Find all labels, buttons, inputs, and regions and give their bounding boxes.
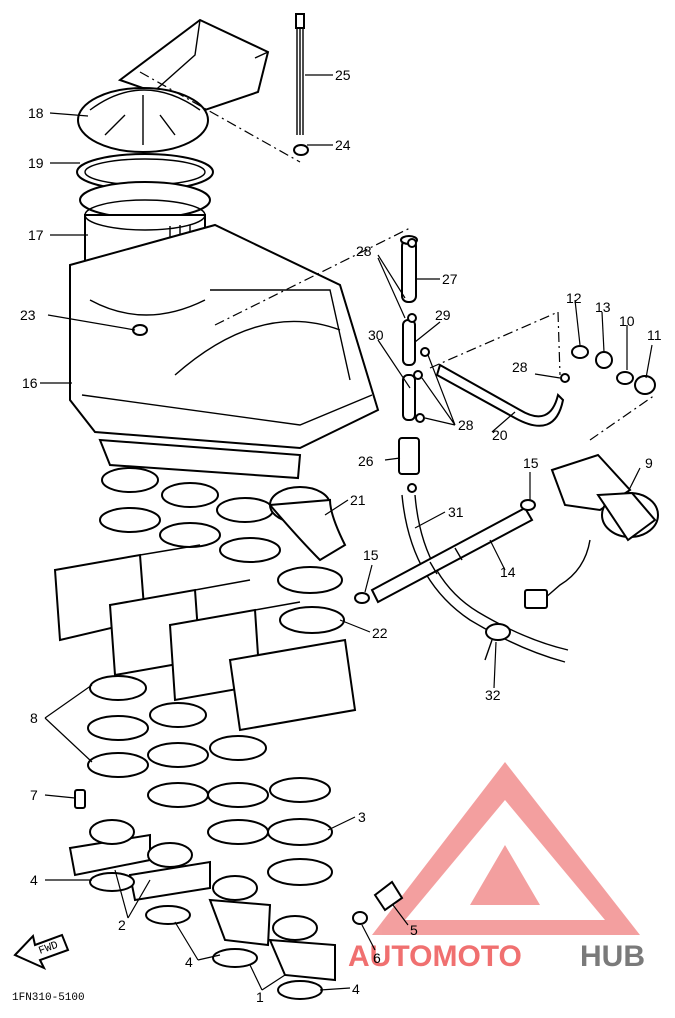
hose-clips-28: [407, 238, 570, 493]
clamps-8: [87, 675, 333, 886]
callout-25: 25: [335, 67, 351, 83]
bolt-25: [295, 13, 305, 135]
callout-7: 7: [30, 787, 38, 803]
callout-9: 9: [645, 455, 653, 471]
washer-13: [595, 351, 613, 369]
callout-29: 29: [435, 307, 451, 323]
watermark-text: AUTOMOTO HUB: [348, 940, 645, 973]
callout-32: 32: [485, 687, 501, 703]
callout-4-c: 4: [352, 981, 360, 997]
screw-7: [74, 789, 86, 809]
callout-18: 18: [28, 105, 44, 121]
valve-assembly-9: [524, 453, 659, 609]
callout-16: 16: [22, 375, 38, 391]
callout-23: 23: [20, 307, 36, 323]
callout-15-a: 15: [523, 455, 539, 471]
leader-lines: [40, 74, 653, 991]
o-ring-19: [76, 153, 214, 191]
callout-12: 12: [566, 290, 582, 306]
callout-2: 2: [118, 917, 126, 933]
air-box-16: [69, 223, 380, 480]
diagram-code: 1FN310-5100: [12, 992, 85, 1004]
callout-27: 27: [442, 271, 458, 287]
clip-15-right: [520, 499, 536, 511]
callout-4-b: 4: [185, 954, 193, 970]
collar-10: [616, 371, 634, 385]
manifolds-2: [68, 819, 336, 982]
callout-14: 14: [500, 564, 516, 580]
callout-28-c: 28: [458, 417, 474, 433]
cap-6: [352, 911, 368, 925]
o-rings-4: [89, 872, 323, 1000]
callout-8: 8: [30, 710, 38, 726]
callout-5: 5: [410, 922, 418, 938]
callout-20: 20: [492, 427, 508, 443]
fwd-arrow: FWD: [13, 933, 70, 971]
hose-14: [370, 506, 534, 604]
air-box-joints: [99, 467, 347, 634]
watermark-text-hub: HUB: [580, 940, 645, 973]
callout-6: 6: [373, 950, 381, 966]
callout-13: 13: [595, 299, 611, 315]
watermark-text-automoto: AUTOMOTO: [348, 940, 522, 973]
filter-cover-18: [77, 87, 209, 153]
callout-31: 31: [448, 504, 464, 520]
hose-31: [401, 494, 569, 663]
callout-17: 17: [28, 227, 44, 243]
callout-28-b: 28: [512, 359, 528, 375]
grommet-11: [634, 375, 656, 395]
callout-numbers: 25 24 18 19 17 28 27 23 29 12 13 10 11 3…: [20, 67, 662, 1005]
callout-24: 24: [335, 137, 351, 153]
callout-15-b: 15: [363, 547, 379, 563]
carburetor-bank: [53, 544, 357, 732]
clamp-32: [484, 623, 511, 661]
cap-5: [373, 880, 404, 912]
clip-15-left: [354, 592, 370, 604]
callout-3: 3: [358, 809, 366, 825]
callout-1: 1: [256, 989, 264, 1005]
pipe-29-30: [402, 319, 416, 421]
callout-26: 26: [358, 453, 374, 469]
callout-21: 21: [350, 492, 366, 508]
hose-20: [435, 363, 565, 427]
callout-30: 30: [368, 327, 384, 343]
callout-10: 10: [619, 313, 635, 329]
air-intake-duct: [117, 18, 270, 112]
callout-28-a: 28: [356, 243, 372, 259]
callout-11: 11: [647, 327, 662, 343]
washer-24: [293, 144, 309, 156]
callout-22: 22: [372, 625, 388, 641]
callout-19: 19: [28, 155, 44, 171]
callout-4-a: 4: [30, 872, 38, 888]
watermark-logo: [372, 762, 640, 935]
joint-26: [398, 437, 420, 475]
bolt-12: [571, 345, 589, 359]
